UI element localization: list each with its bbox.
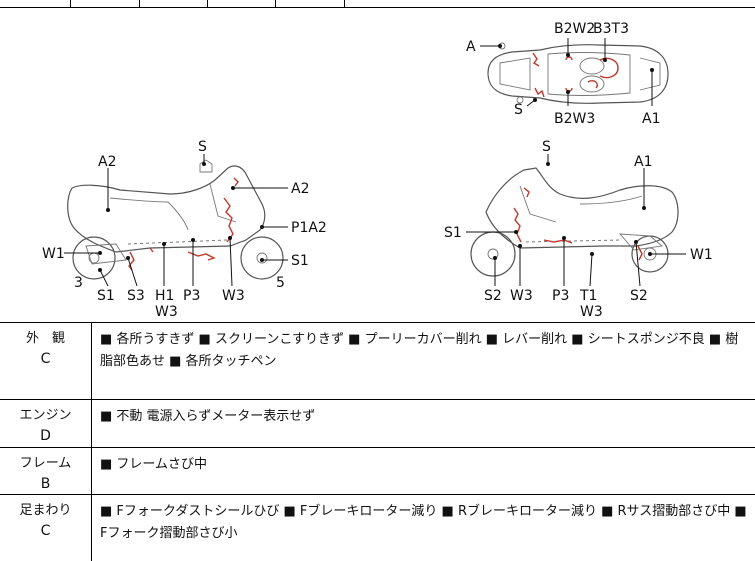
label-right-w3: W3 <box>510 288 533 304</box>
row-engine-grade: D <box>40 428 51 444</box>
row-engine-notes: ■ 不動 電源入らずメーター表示せず <box>100 409 316 424</box>
scooter-top-view: A B2W2 B3T3 S B2W3 A1 <box>466 21 669 127</box>
label-left-w3-under: W3 <box>155 304 178 320</box>
row-exterior: 外 観 C ■ 各所うすきず ■ スクリーンこすりきず ■ プーリーカバー削れ … <box>0 323 755 400</box>
label-top-b2w2: B2W2 <box>554 21 595 37</box>
label-left-s3: S3 <box>127 288 145 304</box>
label-right-s2-left: S2 <box>484 288 502 304</box>
top-cell-divider <box>344 0 345 7</box>
scooter-diagram-svg: A B2W2 B3T3 S B2W3 A1 <box>42 21 713 320</box>
row-suspension-notes: ■ Fフォークダストシールひび ■ Fブレーキローター減り ■ Rブレーキロータ… <box>100 504 747 541</box>
top-cell-divider <box>207 0 208 7</box>
row-frame-notes: ■ フレームさび中 <box>100 457 208 472</box>
label-right-s1: S1 <box>444 225 462 241</box>
label-left-num-5: 5 <box>276 275 285 291</box>
label-top-b2w3: B2W3 <box>554 111 595 127</box>
label-left-h1: H1 <box>155 288 174 304</box>
scooter-left-view: A2 S A2 P1A2 W1 S1 3 5 S1 S3 H1 W3 P3 W3 <box>42 139 327 320</box>
label-top-s: S <box>514 102 523 118</box>
damage-diagram: A B2W2 B3T3 S B2W3 A1 <box>0 8 755 323</box>
row-engine-title: エンジン <box>19 408 72 423</box>
label-right-p3: P3 <box>552 288 569 304</box>
row-exterior-title: 外 観 <box>25 331 65 346</box>
row-frame: フレーム B ■ フレームさび中 <box>0 448 755 495</box>
row-exterior-header: 外 観 C <box>0 323 92 399</box>
row-suspension: 足まわり C ■ Fフォークダストシールひび ■ Fブレーキローター減り ■ R… <box>0 495 755 561</box>
label-left-w1: W1 <box>42 246 65 262</box>
label-right-s: S <box>542 139 551 155</box>
label-right-a1: A1 <box>634 154 652 170</box>
label-left-s1-bottom: S1 <box>97 288 115 304</box>
row-engine-header: エンジン D <box>0 400 92 447</box>
scooter-right-view: S A1 S1 W1 S2 W3 P3 T1 W3 S2 <box>444 139 713 320</box>
row-engine: エンジン D ■ 不動 電源入らずメーター表示せず <box>0 400 755 448</box>
label-left-a2-top: A2 <box>98 154 116 170</box>
label-left-num-3: 3 <box>74 275 83 291</box>
top-table-remnant <box>0 0 755 8</box>
label-left-w3: W3 <box>222 288 245 304</box>
row-suspension-header: 足まわり C <box>0 495 92 561</box>
row-frame-header: フレーム B <box>0 448 92 494</box>
label-right-t1: T1 <box>579 288 597 304</box>
top-cell-divider <box>139 0 140 7</box>
top-cell-divider <box>275 0 276 7</box>
label-left-s: S <box>198 139 207 155</box>
row-exterior-notes: ■ 各所うすきず ■ スクリーンこすりきず ■ プーリーカバー削れ ■ レバー削… <box>100 332 739 369</box>
label-left-p1a2: P1A2 <box>291 220 327 236</box>
label-right-w3-under: W3 <box>580 304 603 320</box>
row-suspension-title: 足まわり <box>19 503 72 518</box>
label-right-w1: W1 <box>690 247 713 263</box>
label-left-p3: P3 <box>183 288 200 304</box>
label-right-s2-right: S2 <box>630 288 648 304</box>
top-cell-divider <box>70 0 71 7</box>
label-top-a1: A1 <box>642 111 660 127</box>
label-top-a: A <box>466 39 476 55</box>
row-frame-grade: B <box>40 476 51 492</box>
label-left-a2-right: A2 <box>291 181 309 197</box>
inspection-table: 外 観 C ■ 各所うすきず ■ スクリーンこすりきず ■ プーリーカバー削れ … <box>0 323 755 561</box>
row-suspension-grade: C <box>40 523 51 539</box>
row-exterior-grade: C <box>40 351 51 367</box>
label-left-s1-right: S1 <box>291 253 309 269</box>
row-frame-title: フレーム <box>19 456 72 471</box>
label-top-b3t3: B3T3 <box>593 21 629 37</box>
